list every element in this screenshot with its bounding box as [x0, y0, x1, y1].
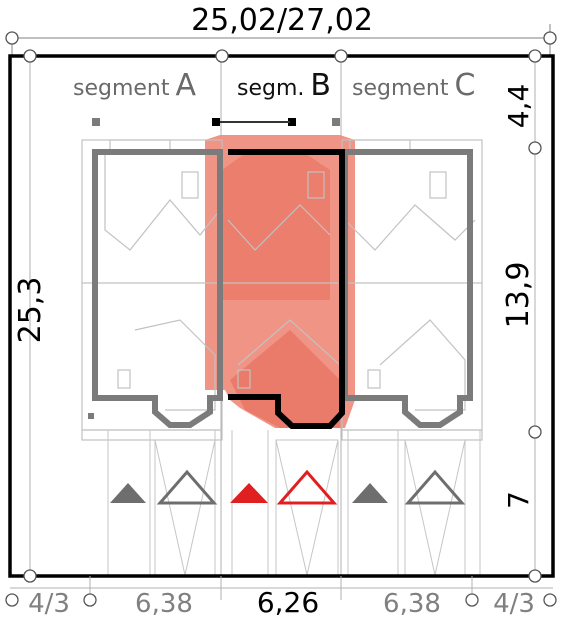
arrow-solid-a: [110, 483, 146, 503]
dim-bottom-segment-a: 6,38: [135, 589, 193, 619]
dim-bottom-segment-c: 6,38: [383, 589, 441, 619]
dim-top-total: 25,02/27,02: [191, 3, 373, 38]
arrow-outline-a: [156, 469, 218, 505]
segment-c-outline: [342, 149, 473, 428]
dim-bottom-segment-b: 6,26: [257, 586, 319, 619]
arrow-outline-c: [404, 469, 466, 505]
dimension-nodes: [5, 31, 557, 607]
dim-left-depth: 25,3: [13, 277, 48, 344]
dim-right-house: 13,9: [501, 262, 536, 329]
dim-bottom-left-margin: 4/3: [28, 589, 70, 619]
entrance-markers: [88, 118, 340, 419]
arrow-solid-c: [352, 483, 388, 503]
segment-b-label: segm.B: [237, 68, 331, 103]
arrow-outline-b: [276, 469, 338, 505]
arrow-solid-b: [230, 483, 268, 503]
dim-right-front: 4,4: [502, 84, 535, 129]
dim-right-back: 7: [502, 491, 535, 509]
dim-bottom-right-margin: 4/3: [493, 589, 535, 619]
segment-b-outline: [228, 149, 345, 429]
segment-b-highlight: [205, 135, 355, 428]
segment-a-outline: [92, 149, 223, 428]
plot-boundary: [8, 54, 555, 578]
parking-arrows: [110, 469, 466, 505]
